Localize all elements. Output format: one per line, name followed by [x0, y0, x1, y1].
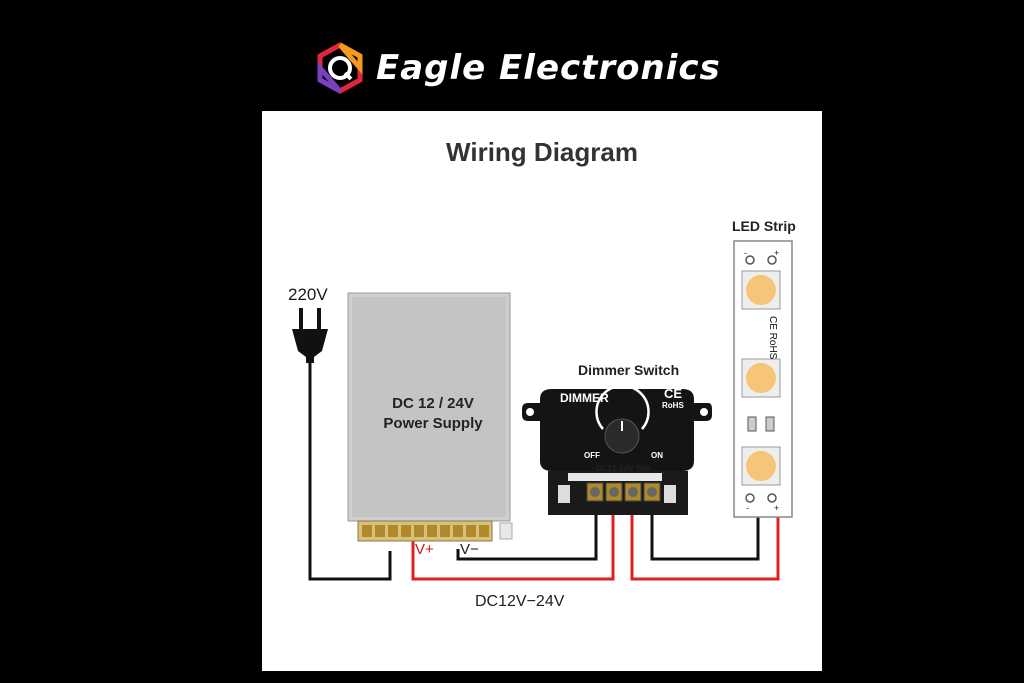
- negative-wires: [308, 361, 760, 581]
- v-minus-terminal-label: V−: [460, 541, 479, 558]
- brand-name: Eagle Electronics: [376, 48, 721, 88]
- strip-negative-bottom: -: [746, 503, 749, 513]
- dimmer-on-label: ON: [651, 451, 663, 460]
- ce-mark: CE: [664, 386, 683, 401]
- voltage-range-label: DC12V−24V: [475, 593, 565, 610]
- dimmer-off-label: OFF: [584, 451, 600, 460]
- power-supply-label: DC 12 / 24V Power Supply: [358, 394, 508, 434]
- strip-positive-top: +: [774, 248, 780, 258]
- strip-negative-top: -: [744, 248, 747, 258]
- strip-positive-bottom: +: [774, 503, 780, 513]
- led-strip-marking: CE RoHS: [767, 316, 778, 360]
- brand-header: Eagle Electronics: [314, 40, 721, 96]
- led-strip: [733, 240, 793, 518]
- power-supply-name: Power Supply: [383, 415, 483, 432]
- wiring-diagram-panel: Wiring Diagram 220V DC 12 / 24V Power Su…: [262, 111, 822, 671]
- dimmer-switch-label: Dimmer Switch: [578, 362, 680, 378]
- diagram-title: Wiring Diagram: [446, 137, 638, 167]
- dimmer-switch: [522, 384, 712, 515]
- v-plus-terminal-label: V+: [415, 541, 434, 558]
- dimmer-brand-text: DIMMER: [560, 391, 609, 405]
- rohs-mark: RoHS: [662, 401, 684, 410]
- power-supply-unit: [347, 292, 513, 542]
- power-supply-voltage: DC 12 / 24V: [392, 395, 474, 412]
- dimmer-rating-label: DC12-24V 30A: [596, 464, 651, 473]
- plug-icon: [292, 308, 328, 363]
- led-strip-label: LED Strip: [732, 218, 796, 234]
- wiring-diagram-drawing: [292, 240, 793, 581]
- mains-voltage-label: 220V: [288, 285, 328, 304]
- eagle-logo-icon: [317, 42, 363, 94]
- positive-wires: [411, 505, 780, 581]
